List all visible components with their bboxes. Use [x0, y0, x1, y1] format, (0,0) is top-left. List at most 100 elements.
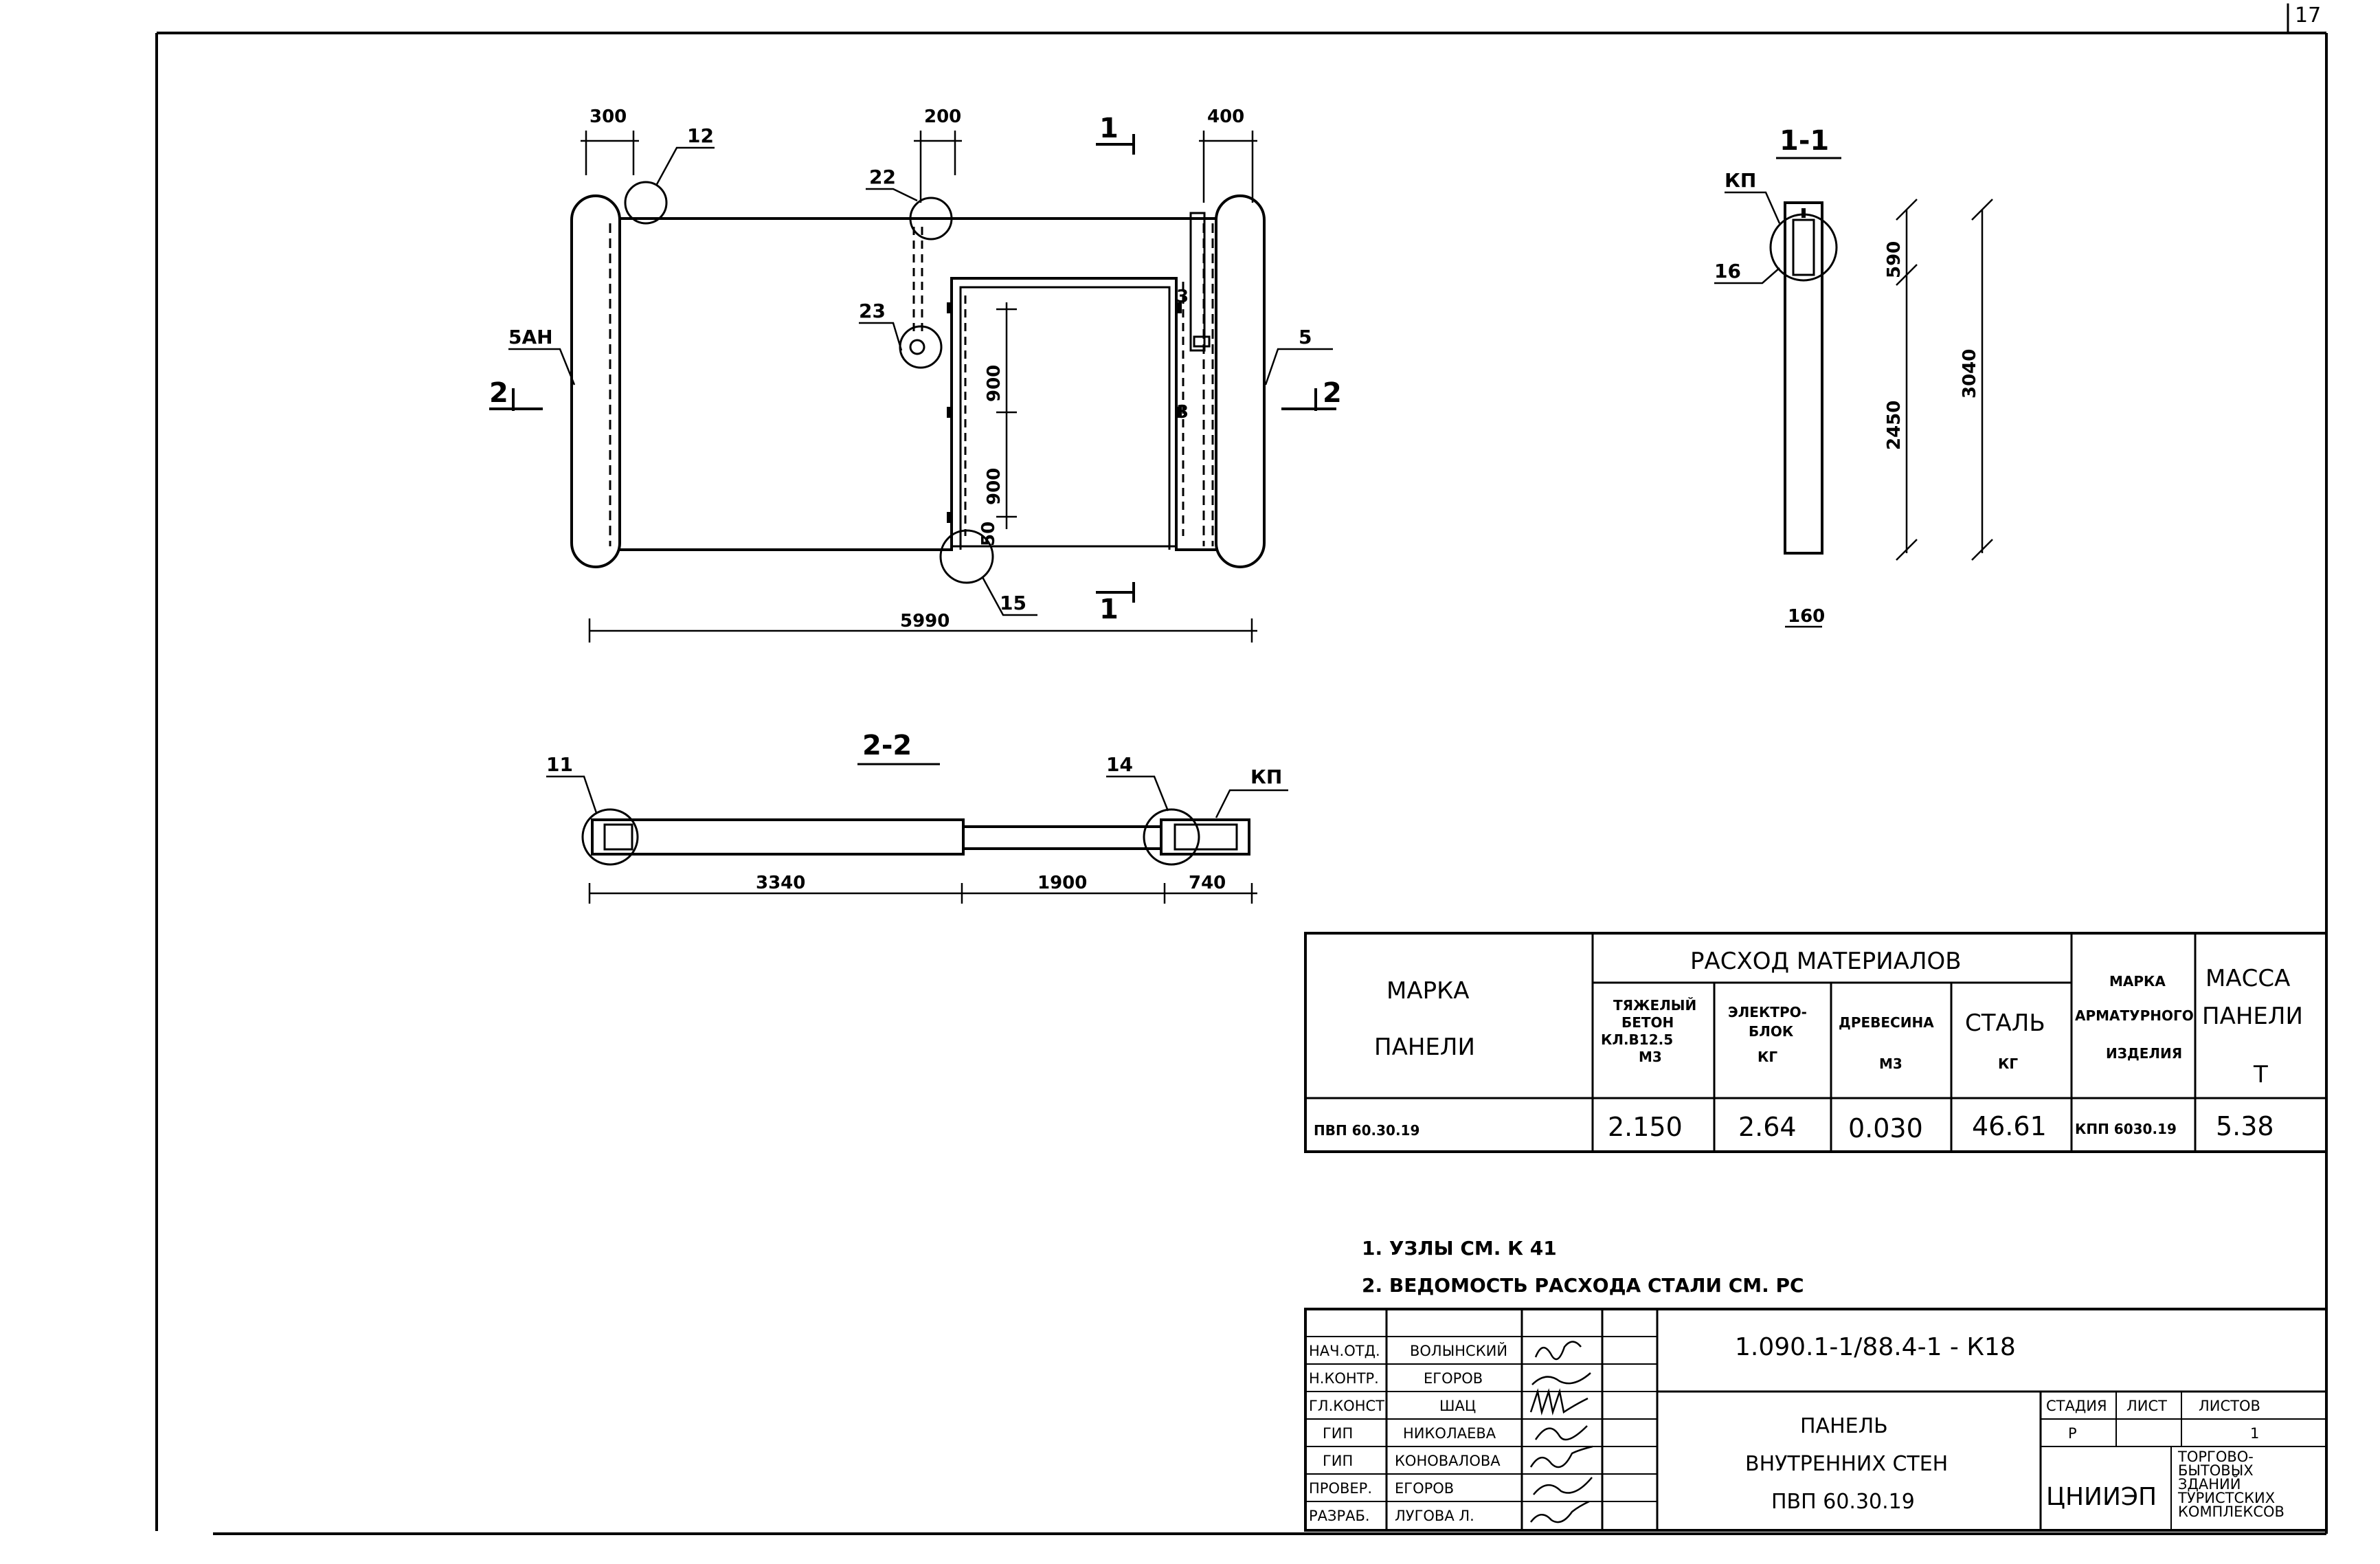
sheet-corner-mark: 17 [2295, 3, 2321, 27]
concrete-header-3: КЛ.В12.5 [1601, 1031, 1673, 1048]
tick-label-3-upper: 3 [1176, 287, 1189, 307]
wood-header-2: М3 [1879, 1055, 1902, 1072]
org-desc-3: ЗДАНИЙ [2178, 1475, 2241, 1493]
signature-name-7: ЛУГОВА Л. [1395, 1508, 1474, 1524]
signature-role-2: Н.КОНТР. [1309, 1370, 1379, 1387]
dim-200: 200 [924, 107, 961, 127]
table-header-mark-line2: ПАНЕЛИ [1374, 1034, 1475, 1061]
dim-3040: 3040 [1960, 349, 1980, 399]
cell-rebar: КПП 6030.19 [2075, 1121, 2177, 1137]
callout-12: 12 [687, 124, 714, 147]
drawing-code: 1.090.1-1/88.4-1 - К18 [1735, 1333, 2016, 1361]
dim-300: 300 [590, 107, 627, 127]
signature-name-1: ВОЛЫНСКИЙ [1410, 1342, 1507, 1359]
organization: ЦНИИЭП [2046, 1483, 2157, 1511]
signature-role-7: РАЗРАБ. [1309, 1508, 1370, 1524]
dim-2450: 2450 [1884, 401, 1905, 450]
callout-5: 5 [1299, 326, 1312, 348]
table-header-materials: РАСХОД МАТЕРИАЛОВ [1690, 948, 1962, 975]
stage-header: СТАДИЯ [2046, 1398, 2107, 1414]
rebar-header-3: ИЗДЕЛИЯ [2106, 1045, 2182, 1062]
callout-23: 23 [859, 300, 886, 322]
top-dimensions [581, 131, 1257, 203]
org-desc-2: БЫТОВЫХ [2178, 1462, 2254, 1479]
section-2-2: 2-2 11 14 КП 3340 1900 740 [546, 730, 1288, 904]
drawing-name-line1: ПАНЕЛЬ [1800, 1414, 1888, 1438]
dim-3340: 3340 [756, 873, 805, 893]
cell-wood: 0.030 [1848, 1113, 1923, 1143]
dim-overall-width: 5990 [900, 611, 950, 632]
electro-header-2: БЛОК [1749, 1023, 1794, 1040]
dim-740: 740 [1189, 873, 1226, 893]
drawing-name-line2: ВНУТРЕННИХ СТЕН [1745, 1452, 1948, 1476]
callout-15: 15 [1000, 592, 1026, 614]
wood-header-1: ДРЕВЕСИНА [1839, 1014, 1934, 1031]
rebar-header-2: АРМАТУРНОГО [2075, 1007, 2194, 1024]
sheets-value: 1 [2250, 1425, 2259, 1442]
concrete-header-4: М3 [1639, 1049, 1662, 1065]
signature-name-5: КОНОВАЛОВА [1395, 1453, 1501, 1469]
dim-door-900-upper: 900 [984, 365, 1004, 402]
drawing-name-line3: ПВП 60.30.19 [1771, 1490, 1915, 1514]
dim-door-900-lower: 900 [984, 468, 1004, 505]
section-1-1-label-16: 16 [1714, 260, 1741, 282]
section-1-1-title: 1-1 [1780, 125, 1829, 157]
org-desc-4: ТУРИСТСКИХ [2177, 1490, 2275, 1506]
note-1: 1. УЗЛЫ СМ. К 41 [1362, 1237, 1557, 1260]
steel-header-1: СТАЛЬ [1965, 1009, 2045, 1037]
cut-mark-2-right: 2 [1323, 377, 1342, 409]
dim-door-small: 50 [978, 522, 999, 546]
cut-mark-1-bottom: 1 [1099, 594, 1119, 625]
signature-name-3: ШАЦ [1439, 1398, 1476, 1414]
cut-mark-1-top: 1 [1099, 113, 1119, 144]
dim-1900: 1900 [1037, 873, 1087, 893]
mass-header-1: МАССА [2205, 965, 2290, 992]
concrete-header-2: БЕТОН [1621, 1014, 1674, 1031]
section-2-2-label-kp: КП [1250, 766, 1282, 788]
signature-name-6: ЕГОРОВ [1395, 1480, 1454, 1497]
callout-5an: 5АН [508, 326, 553, 348]
signature-marks [1529, 1341, 1593, 1523]
sheet-header: ЛИСТ [2126, 1398, 2167, 1414]
section-2-2-label-11: 11 [546, 753, 573, 776]
org-desc-1: ТОРГОВО- [2177, 1449, 2254, 1465]
cell-panel-mark: ПВП 60.30.19 [1314, 1122, 1419, 1139]
electro-header-1: ЭЛЕКТРО- [1728, 1004, 1807, 1020]
door-dimensions [996, 302, 1017, 529]
steel-header-2: КГ [1998, 1055, 2018, 1072]
cell-concrete: 2.150 [1608, 1112, 1683, 1142]
cell-electro: 2.64 [1738, 1112, 1797, 1142]
materials-table: МАРКА ПАНЕЛИ РАСХОД МАТЕРИАЛОВ ТЯЖЕЛЫЙ Б… [1304, 932, 2328, 1153]
signature-name-2: ЕГОРОВ [1424, 1370, 1483, 1387]
tick-label-3-lower: 3 [1176, 402, 1189, 423]
rebar-header-1: МАРКА [2109, 973, 2166, 990]
note-2: 2. ВЕДОМОСТЬ РАСХОДА СТАЛИ СМ. РС [1362, 1274, 1804, 1297]
table-header-mark-line1: МАРКА [1387, 977, 1470, 1005]
concrete-header-1: ТЯЖЕЛЫЙ [1613, 997, 1696, 1014]
section-1-1: 1-1 КП 16 590 2450 3040 160 [1714, 125, 1993, 628]
mass-header-2: ПАНЕЛИ [2202, 1003, 2303, 1030]
section-1-1-label-kp: КП [1725, 169, 1756, 192]
callout-22: 22 [869, 166, 896, 188]
notes: 1. УЗЛЫ СМ. К 41 2. ВЕДОМОСТЬ РАСХОДА СТ… [1362, 1237, 1804, 1297]
section-2-2-title: 2-2 [862, 730, 912, 761]
signature-role-4: ГИП [1323, 1425, 1353, 1442]
panel-elevation: 300 200 400 900 900 50 5990 12 22 23 15 … [489, 107, 1342, 643]
mass-header-3: Т [2253, 1061, 2268, 1088]
dim-160: 160 [1788, 606, 1825, 627]
cut-mark-2-left: 2 [489, 377, 508, 409]
electro-header-3: КГ [1758, 1049, 1777, 1065]
signature-role-6: ПРОВЕР. [1309, 1480, 1372, 1497]
sheets-header: ЛИСТОВ [2199, 1398, 2260, 1414]
stage-value: Р [2068, 1425, 2077, 1442]
section-2-2-label-14: 14 [1106, 753, 1133, 776]
signature-role-3: ГЛ.КОНСТ [1309, 1398, 1384, 1414]
org-desc-5: КОМПЛЕКСОВ [2178, 1504, 2284, 1520]
signature-name-4: НИКОЛАЕВА [1403, 1425, 1496, 1442]
dim-400: 400 [1207, 107, 1244, 127]
dim-590: 590 [1884, 241, 1905, 278]
title-block: НАЧ.ОТД. ВОЛЫНСКИЙ Н.КОНТР. ЕГОРОВ ГЛ.КО… [1304, 1308, 2328, 1532]
cell-steel: 46.61 [1972, 1111, 2047, 1141]
signature-role-5: ГИП [1323, 1453, 1353, 1469]
